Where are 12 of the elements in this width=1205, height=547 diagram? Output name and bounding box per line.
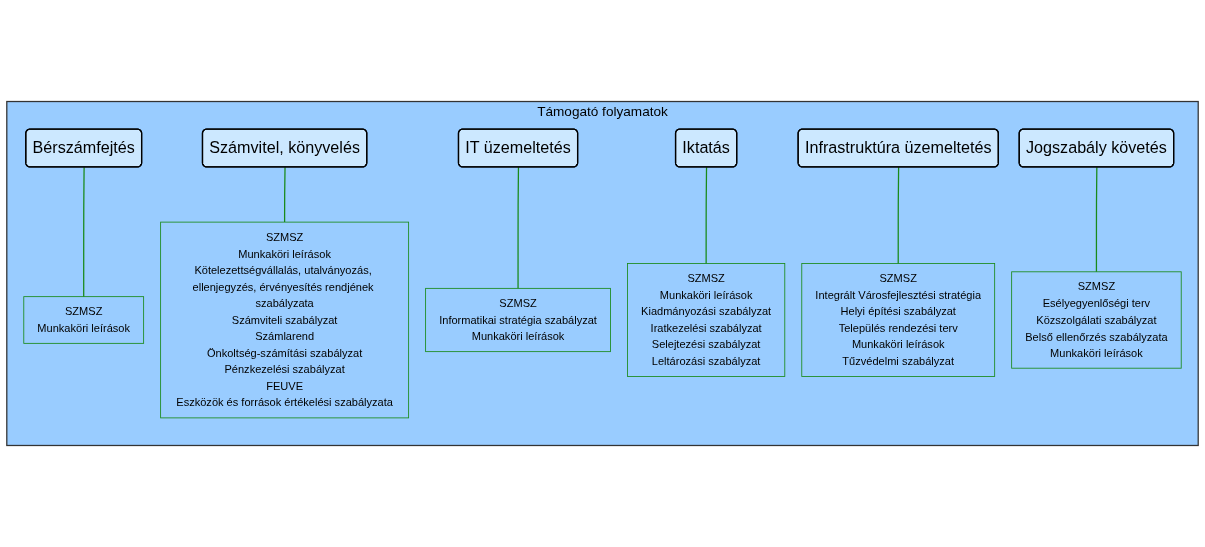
node-box: SZMSZ Munkaköri leírások Kiadmányozási szabályzat Iratkezelési szabályzat Selejtezési szabályzat Leltározási szabályzat <box>627 263 786 377</box>
connector <box>283 166 286 223</box>
node-box: SZMSZ Munkaköri leírások Kötelezettségvállalás, utalványozás, ellenjegyzés, érvényesítés rendjének szabályzata Számviteli szabályzat Számlarend Önkoltség-számítási szabályzat Pénzkezelési szabályzat FEUVE Eszközök és források értékelési szabályzata <box>160 221 410 419</box>
node-box: SZMSZ Integrált Városfejlesztési stratégia Helyi építési szabályzat Település rendezési terv Munkaköri leírások Tűzvédelmi szabályzat <box>801 263 996 377</box>
node-box: SZMSZ Informatikai stratégia szabályzat Munkaköri leírások <box>425 287 611 353</box>
connector <box>705 166 708 265</box>
connector <box>1095 166 1098 273</box>
node-box: SZMSZ Munkaköri leírások <box>23 296 145 344</box>
node-box: SZMSZ Esélyegyenlőségi terv Közszolgálati szabályzat Belső ellenőrzés szabályzata Munkaköri leírások <box>1011 271 1182 369</box>
connector <box>517 166 520 289</box>
connector <box>83 166 85 298</box>
connector <box>897 166 900 265</box>
